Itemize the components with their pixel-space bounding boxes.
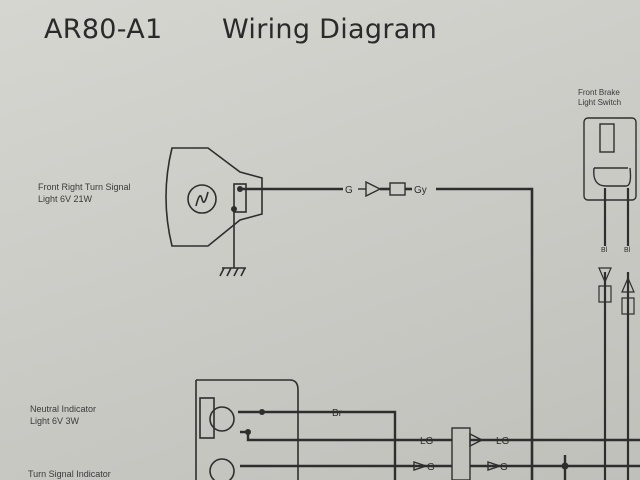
wire-label-gray: Gy <box>414 185 427 196</box>
turn-signal-wire <box>240 187 534 480</box>
wire-label-brake-right: Bl <box>624 247 631 254</box>
connection-node <box>561 462 569 470</box>
connection-node <box>259 409 265 415</box>
wire-label-green-left: G <box>427 462 435 473</box>
multi-pin-connector <box>413 427 503 480</box>
wire-label-green-right: G <box>500 462 508 473</box>
wire-label-brown: Br <box>332 408 343 419</box>
brake-switch-leads <box>603 188 630 480</box>
wire-label-light-green-left: LG <box>420 436 434 447</box>
indicator-housing <box>195 379 299 480</box>
neutral-indicator-label: Neutral Indicator Light 6V 3W <box>30 404 97 426</box>
front-brake-switch-label: Front Brake Light Switch <box>578 88 622 107</box>
brake-connectors <box>598 267 635 315</box>
wire-label-light-green-right: LG <box>496 436 510 447</box>
connection-node <box>245 429 251 435</box>
model-code: AR80-A1 <box>44 14 163 45</box>
diagram-title: Wiring Diagram <box>222 14 438 45</box>
wire-connector <box>358 180 406 198</box>
wire-label-green: G <box>345 185 353 196</box>
turn-signal-indicator-label: Turn Signal Indicator <box>28 469 111 479</box>
front-brake-switch <box>583 117 637 201</box>
ground-symbol <box>219 209 246 277</box>
front-turn-signal-lamp <box>165 147 263 247</box>
wire-label-brake-left: Bl <box>601 247 608 254</box>
front-turn-signal-label: Front Right Turn Signal Light 6V 21W <box>38 182 131 204</box>
